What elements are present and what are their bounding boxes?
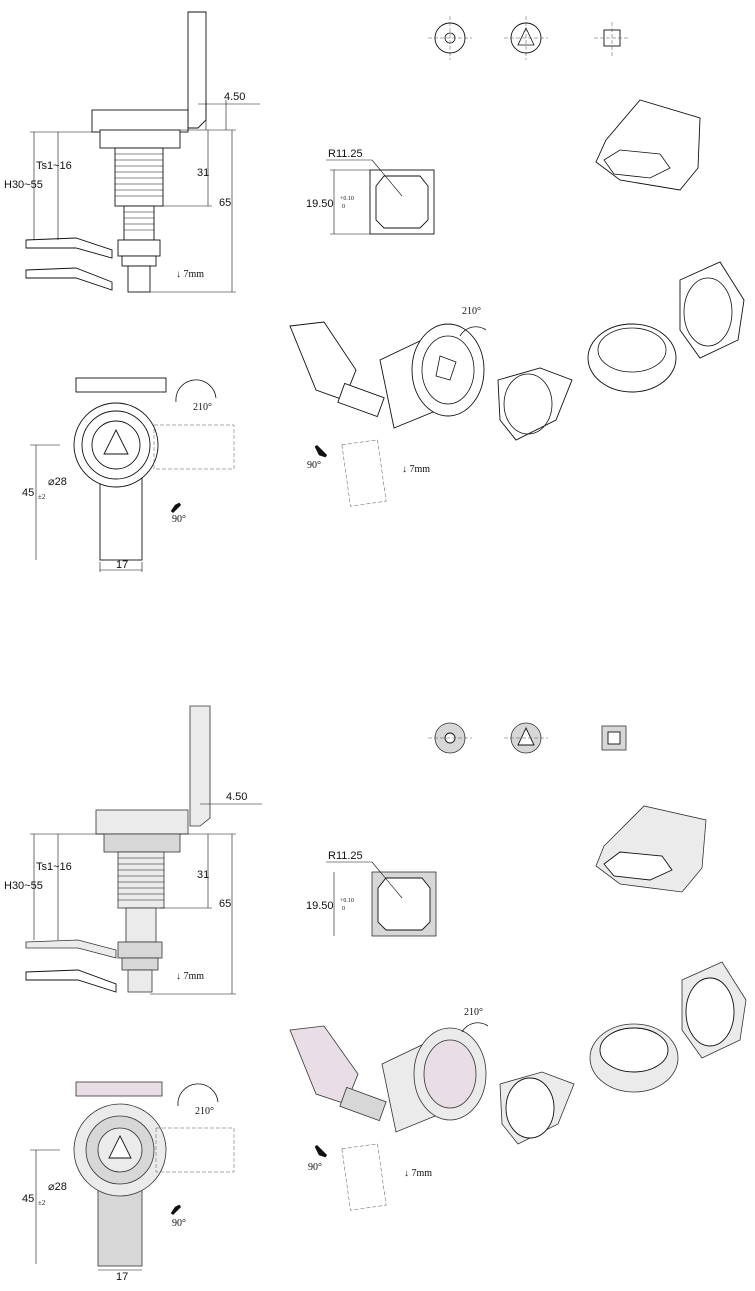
handle-plate [187,11,207,129]
cap-cup [587,323,677,393]
front-view: 210° ⌀28 45 ±2 17 90° [22,377,235,572]
triangle-keyway-icon-shaded [108,1134,132,1159]
front-diameter: ⌀28 [48,476,67,488]
front-body-tol-b: ±2 [38,1199,46,1207]
screw-end-shaded [127,969,153,993]
insert-radius-b: R11.25 [328,850,363,862]
insert-detail-shaded: R11.25 19.50 +0.10 0 [306,850,437,937]
exploded-travel-b: ↓ 7mm [404,1168,432,1179]
cap-lid [679,261,745,359]
front-body-tol: ±2 [38,493,46,501]
dim-thread-range: Ts1~16 [36,160,72,172]
dim-cam-travel-b: ↓ 7mm [176,971,204,982]
cam-bar-shaded [25,939,117,959]
front-turn-angle: 90° [172,514,186,525]
insert-tol-upper-b: +0.10 [340,898,354,904]
barrel-face [411,323,485,417]
dim-height-range-b: H30~55 [4,880,43,892]
flange-shaded [95,809,189,835]
dim-thread-length: 31 [197,167,209,179]
handle-plate-shaded [189,705,211,827]
side-view: 4.50 Ts1~16 H30~55 31 65 ↓ 7mm [4,11,260,293]
insert-tol-lower-b: 0 [342,906,345,912]
dim-plate-thickness-b: 4.50 [226,791,247,803]
bottom-variant: 4.50 Ts1~16 H30~55 31 65 ↓ 7mm 210° ⌀28 … [4,705,747,1283]
front-turn-angle-b: 90° [172,1218,186,1229]
exploded-cap [497,367,573,441]
front-cam-width-b: 17 [116,1271,128,1283]
screw-end [127,265,151,293]
insert-tol-upper: +0.10 [340,196,354,202]
dim-cam-travel: ↓ 7mm [176,269,204,280]
top-flange-shaded [75,1081,163,1097]
rotation-arc [175,379,217,403]
cam-wedge [595,99,701,191]
exploded-travel: ↓ 7mm [402,464,430,475]
front-view-shaded: 210° ⌀28 45 ±2 17 90° [22,1081,235,1283]
side-view-shaded: 4.50 Ts1~16 H30~55 31 65 ↓ 7mm [4,705,262,995]
dim-total-length: 65 [219,197,231,209]
front-diameter-b: ⌀28 [48,1181,67,1193]
triangle-keyway-icon [103,428,129,455]
threaded-body-shaded [117,851,165,909]
threaded-body [114,147,164,207]
insert-octagon [375,175,429,229]
washer [121,255,157,267]
insert-octagon-shaded [377,877,431,931]
top-variant: 4.50 Ts1~16 H30~55 31 65 ↓ 7mm 210° ⌀28 … [4,11,745,572]
front-body-height-b: 45 [22,1193,34,1205]
front-cam-width: 17 [116,559,128,571]
insert-radius: R11.25 [328,148,363,160]
dim-height-range: H30~55 [4,179,43,191]
cam-bar [25,237,113,259]
exploded-rotation-b: 210° [464,1007,483,1018]
top-flange [75,377,167,393]
insert-square-size-b: 19.50 [306,900,334,912]
dim-thread-length-b: 31 [197,869,209,881]
cam-bar-lower [25,267,113,291]
exploded-view-shaded: 210° 90° ↓ 7mm [289,1007,575,1211]
cam-bar-lower-shaded [25,969,117,993]
cover-cap [587,261,745,393]
shaft [123,205,155,241]
shaft-shaded [125,907,157,943]
dim-total-length-b: 65 [219,898,231,910]
insert-square-size: 19.50 [306,198,334,210]
front-body-height: 45 [22,487,34,499]
lever-screw-shaded [339,1086,387,1122]
hex-body-shaded [103,833,181,853]
key-symbols-shaded [428,722,627,754]
hex-body [99,129,181,149]
exploded-turn-angle-b: 90° [308,1162,322,1173]
insert-tol-lower: 0 [342,204,345,210]
exploded-view: 210° 90° ↓ 7mm [289,306,573,507]
exploded-rotation: 210° [462,306,481,317]
insert-detail: R11.25 19.50 +0.10 0 [306,148,435,235]
dim-thread-range-b: Ts1~16 [36,861,72,873]
cover-cap-shaded [589,961,747,1093]
exploded-turn-angle: 90° [307,460,321,471]
flange [91,109,189,133]
nut-shaded [117,941,163,959]
washer-shaded [121,957,159,971]
key-symbols [428,16,630,60]
lever-screw [337,382,385,418]
front-rotation: 210° [193,402,212,413]
front-rotation-b: 210° [195,1106,214,1117]
dim-plate-thickness: 4.50 [224,91,245,103]
cam-body-shaded [97,1189,143,1267]
nut [117,239,161,257]
